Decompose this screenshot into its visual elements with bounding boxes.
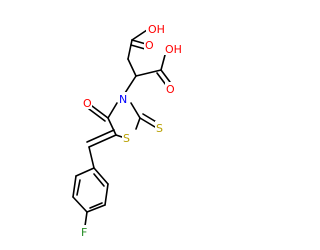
bond-ch-ph	[88, 146, 95, 169]
bond-c4-c5	[107, 117, 117, 136]
bond-c5-ch-b	[86, 129, 115, 143]
bond-c-f	[84, 211, 88, 227]
bond-c1-o-b	[130, 44, 146, 50]
bond-ar-1	[75, 167, 95, 177]
bond-c2-s-a	[139, 117, 156, 128]
bond-c1-oh	[131, 29, 148, 41]
bond-ar-4	[86, 204, 106, 213]
bond-c2-o-b	[156, 72, 167, 86]
bond-n-c2	[130, 102, 141, 119]
oh-label-1: OH	[148, 23, 165, 36]
o-label-1: O	[145, 39, 154, 52]
bond-ch2-c1	[127, 39, 133, 60]
bond-c2-s1	[135, 117, 141, 130]
ring-s-label: S	[123, 132, 130, 145]
bond-n-c4	[107, 102, 118, 119]
thione-s-label: S	[156, 122, 163, 135]
bond-c4-o-b	[88, 108, 106, 122]
o-label-2: O	[166, 83, 175, 96]
oh-label-2: OH	[165, 43, 182, 56]
bond-c5-ch-a	[88, 134, 117, 148]
ketone-o-label: O	[83, 97, 92, 110]
bond-c4-o-a	[91, 105, 109, 119]
bond-ar-inner-3	[93, 173, 105, 187]
bond-ch2-ch	[127, 58, 137, 77]
atom-layer: OH O OH O N O S S F	[80, 22, 182, 239]
bond-c1-o-a	[131, 39, 147, 45]
bond-c2-o-a	[160, 69, 171, 83]
fluorine-label: F	[81, 226, 87, 239]
molecule-structure: OH O OH O N O S S F	[72, 22, 182, 239]
bond-layer	[72, 29, 171, 227]
bond-ar-inner-2	[89, 202, 103, 209]
bond-ch-n	[124, 75, 137, 94]
molecule-svg: OH O OH O N O S S F	[72, 22, 182, 239]
bond-ar-inner-1	[76, 179, 81, 196]
n-label: N	[119, 93, 127, 106]
bond-ar-6	[93, 167, 109, 185]
bond-ar-3	[72, 196, 88, 213]
bond-ch-c2	[135, 69, 162, 77]
bond-ar-2	[72, 175, 77, 198]
bond-c2-oh	[160, 54, 166, 71]
bond-ar-5	[104, 183, 109, 206]
bond-c5-s1	[115, 134, 123, 138]
